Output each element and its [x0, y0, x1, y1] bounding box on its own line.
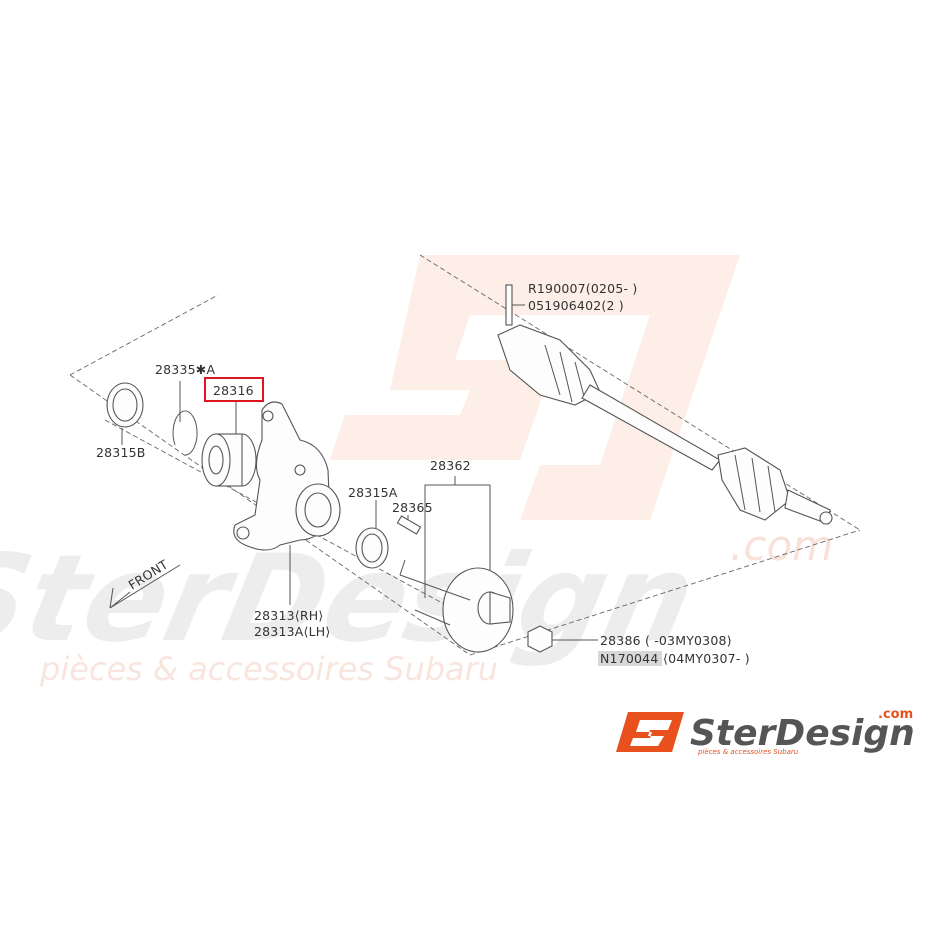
part-28362-hub	[399, 476, 514, 653]
part-28365-stud	[396, 515, 422, 535]
watermark: SterDesign .com pièces & accessoires Sub…	[0, 255, 833, 688]
axis-line	[104, 419, 456, 611]
logo-badge-inner	[630, 720, 672, 746]
highlight-28316-box	[204, 377, 264, 402]
label-r190007: R190007(0205- )	[528, 281, 637, 296]
part-28313-knuckle	[233, 401, 341, 605]
front-arrow-icon	[109, 564, 181, 609]
logo-brand: SterDesign	[690, 713, 915, 754]
part-28335-circlip	[172, 381, 198, 456]
label-n170044: N170044	[600, 651, 658, 666]
label-28315b: 28315B	[96, 445, 146, 460]
part-28386-nut	[527, 625, 598, 653]
label-n170044-shade	[598, 651, 662, 666]
label-28335: 28335✱A	[155, 362, 215, 377]
label-28365: 28365	[392, 500, 433, 515]
part-28316-bearing	[201, 402, 257, 487]
part-28315a-seal	[355, 500, 389, 569]
logo-tagline: pièces & accessoires Subaru	[697, 748, 799, 756]
watermark-domain: .com	[730, 521, 833, 570]
label-28386: 28386 ( -03MY0308)	[600, 633, 732, 648]
label-28316: 28316	[213, 383, 254, 398]
label-n170044-range: ⟨04MY0307- )	[663, 651, 750, 666]
stedesign-logo: SterDesign .com pièces & accessoires Sub…	[616, 707, 915, 756]
label-051906402: 051906402(2 )	[528, 298, 624, 313]
label-28362: 28362	[430, 458, 471, 473]
label-28313a-lh: 28313A⟨LH⟩	[254, 624, 330, 639]
watermark-brand: SterDesign	[0, 528, 707, 668]
part-drive-shaft	[497, 284, 833, 525]
logo-domain: .com	[878, 707, 913, 722]
part-28315b-seal	[106, 382, 144, 445]
label-28313-rh: 28313⟨RH⟩	[254, 608, 323, 623]
watermark-tagline: pièces & accessoires Subaru	[39, 650, 498, 688]
label-28315a: 28315A	[348, 485, 398, 500]
